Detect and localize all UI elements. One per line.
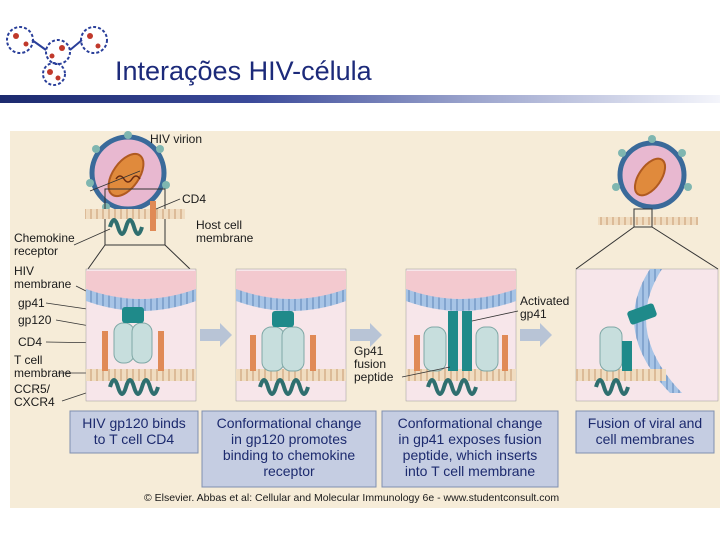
slide-title: Interações HIV-célula: [115, 56, 372, 86]
title-underline-bar: [0, 95, 720, 103]
host-membrane-strip-left: [85, 209, 185, 219]
label-tcell-2: membrane: [14, 366, 72, 380]
label-fusion-2: fusion: [354, 357, 386, 371]
caption-3-line-4: into T cell membrane: [405, 463, 535, 479]
label-fusion-1: Gp41: [354, 344, 384, 358]
label-gp41: gp41: [18, 296, 45, 310]
figure-drawing: HIV virion CD4 Host cell membrane Chemok…: [14, 131, 719, 504]
label-hiv-virion: HIV virion: [150, 132, 202, 146]
label-ccr5-1: CCR5/: [14, 382, 51, 396]
label-activated-2: gp41: [520, 307, 547, 321]
caption-2-line-3: binding to chemokine: [223, 447, 356, 463]
label-cd4-top: CD4: [182, 192, 206, 206]
label-hiv-membrane-1: HIV: [14, 264, 34, 278]
caption-3-line-2: in gp41 exposes fusion: [398, 431, 541, 447]
panel-4: [575, 268, 719, 402]
figure-credit: © Elsevier. Abbas et al: Cellular and Mo…: [144, 492, 559, 504]
label-cd4: CD4: [18, 335, 42, 349]
caption-1-line-2: to T cell CD4: [94, 431, 175, 447]
caption-3-line-3: peptide, which inserts: [403, 447, 538, 463]
step-arrows: [200, 323, 552, 347]
label-host-cell-1: Host cell: [196, 218, 242, 232]
hiv-logo: [6, 26, 108, 86]
caption-3-line-1: Conformational change: [398, 415, 543, 431]
caption-box-4: Fusion of viral and cell membranes: [575, 410, 715, 454]
panel-3: [405, 268, 517, 402]
label-tcell-1: T cell: [14, 353, 42, 367]
caption-box-3: Conformational change in gp41 exposes fu…: [381, 410, 559, 488]
hiv-virion-left: [86, 131, 170, 212]
caption-box-2: Conformational change in gp120 promotes …: [201, 410, 377, 488]
label-fusion-3: peptide: [354, 370, 394, 384]
label-chemokine-1: Chemokine: [14, 231, 75, 245]
label-activated-1: Activated: [520, 294, 569, 308]
caption-4-line-2: cell membranes: [596, 431, 695, 447]
label-chemokine-2: receptor: [14, 244, 58, 258]
hiv-cell-interaction-figure: HIV virion CD4 Host cell membrane Chemok…: [10, 131, 720, 508]
panel-1: [85, 268, 197, 402]
caption-2-line-4: receptor: [263, 463, 315, 479]
hiv-virion-right: [612, 135, 692, 210]
caption-4-line-1: Fusion of viral and: [588, 415, 702, 431]
panel-2: [235, 268, 347, 402]
caption-2-line-2: in gp120 promotes: [231, 431, 347, 447]
label-ccr5-2: CXCR4: [14, 395, 55, 409]
caption-box-1: HIV gp120 binds to T cell CD4: [69, 410, 199, 454]
label-gp120: gp120: [18, 313, 52, 327]
label-host-cell-2: membrane: [196, 231, 254, 245]
caption-2-line-1: Conformational change: [217, 415, 362, 431]
label-hiv-membrane-2: membrane: [14, 277, 72, 291]
caption-1-line-1: HIV gp120 binds: [82, 415, 186, 431]
